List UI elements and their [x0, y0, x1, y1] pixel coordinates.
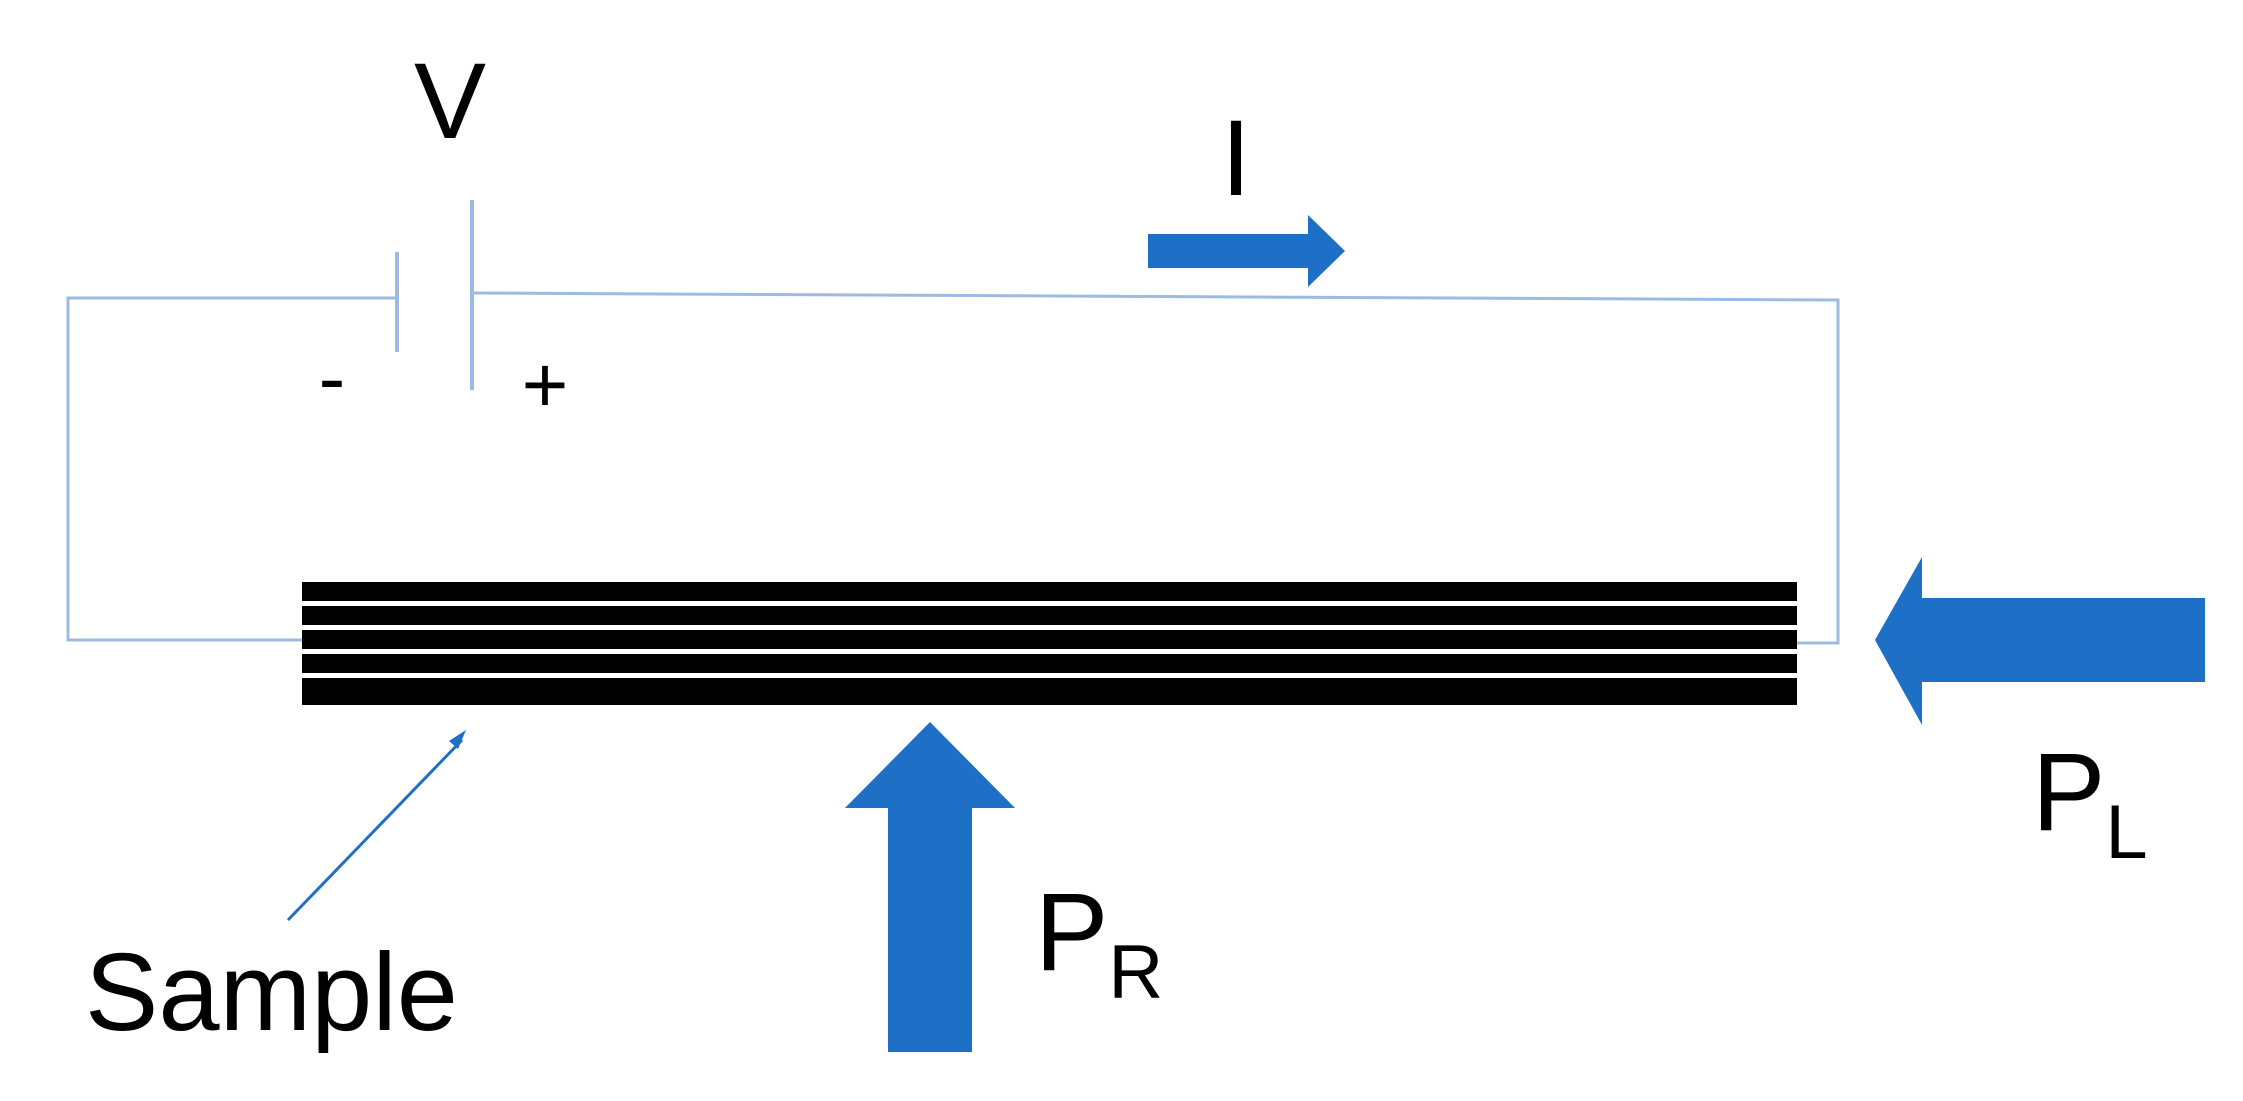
sample-pointer	[286, 730, 466, 922]
pressure-l-arrow-shape	[1875, 557, 2205, 725]
plus-label: +	[522, 340, 569, 429]
sample-pointer-line	[286, 738, 464, 922]
pressure-r-label: PR	[1035, 871, 1163, 1015]
minus-label: -	[319, 333, 346, 422]
circuit-wire	[66, 291, 1840, 645]
sample-stack	[302, 582, 1797, 705]
current-label: I	[1221, 97, 1251, 218]
pressure-l-arrow	[1875, 557, 2205, 725]
pressure-r-arrow	[845, 722, 1015, 1052]
sample-layer	[302, 606, 1797, 625]
current-arrow	[1148, 215, 1345, 287]
pressure-l-symbol: P	[2032, 731, 2105, 854]
voltage-label: V	[414, 40, 486, 161]
battery	[395, 200, 474, 390]
wire-right	[472, 291, 1840, 645]
sample-layer	[302, 630, 1797, 649]
pressure-l-label: PL	[2032, 731, 2148, 875]
sample-layer	[302, 582, 1797, 601]
pressure-l-subscript: L	[2105, 790, 2147, 875]
sample-pointer-head	[449, 730, 466, 749]
sample-layer	[302, 654, 1797, 673]
current-arrow-shape	[1148, 215, 1345, 287]
pressure-r-arrow-shape	[845, 722, 1015, 1052]
pressure-r-subscript: R	[1108, 930, 1163, 1015]
wire-left	[66, 296, 395, 642]
sample-layer	[302, 678, 1797, 705]
pressure-r-symbol: P	[1035, 871, 1108, 994]
sample-label: Sample	[85, 931, 458, 1054]
